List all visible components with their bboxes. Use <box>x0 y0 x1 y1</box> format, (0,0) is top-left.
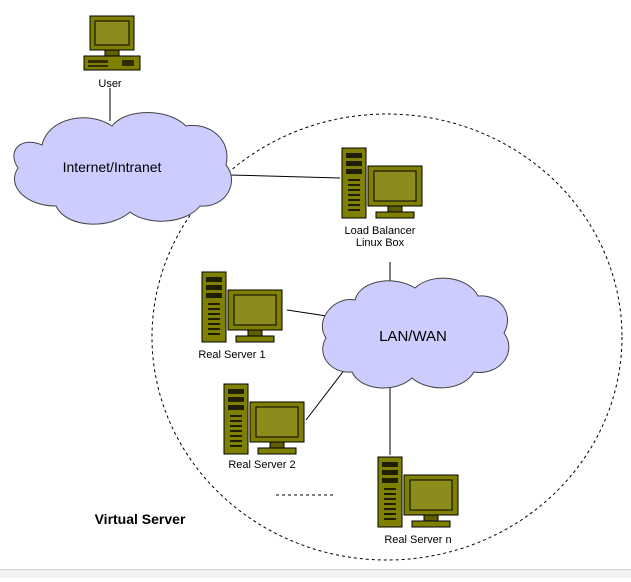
user-label: User <box>98 78 122 90</box>
real-server-1-server-icon <box>201 271 283 343</box>
real-server-n-label: Real Server n <box>384 534 451 546</box>
internet-cloud-icon <box>13 112 232 225</box>
real-server-2-server-icon <box>223 383 305 455</box>
virtual-server-label: Virtual Server <box>95 511 186 527</box>
real-server-2-label: Real Server 2 <box>228 459 295 471</box>
bottom-frame-border <box>0 569 631 578</box>
internet-label: Internet/Intranet <box>63 159 162 175</box>
load-balancer-server-icon <box>341 147 423 219</box>
load-balancer-label-line1: Load Balancer <box>345 225 416 237</box>
virtual-server-boundary <box>151 113 623 561</box>
link-internet-loadbalancer <box>229 174 341 179</box>
user-desktop-computer-icon <box>83 15 141 71</box>
lan-wan-label: LAN/WAN <box>379 328 447 345</box>
load-balancer-label-line2: Linux Box <box>356 237 405 249</box>
real-server-n-server-icon <box>377 456 459 528</box>
lan-wan-cloud-icon <box>321 277 510 389</box>
real-server-1-label: Real Server 1 <box>198 349 265 361</box>
